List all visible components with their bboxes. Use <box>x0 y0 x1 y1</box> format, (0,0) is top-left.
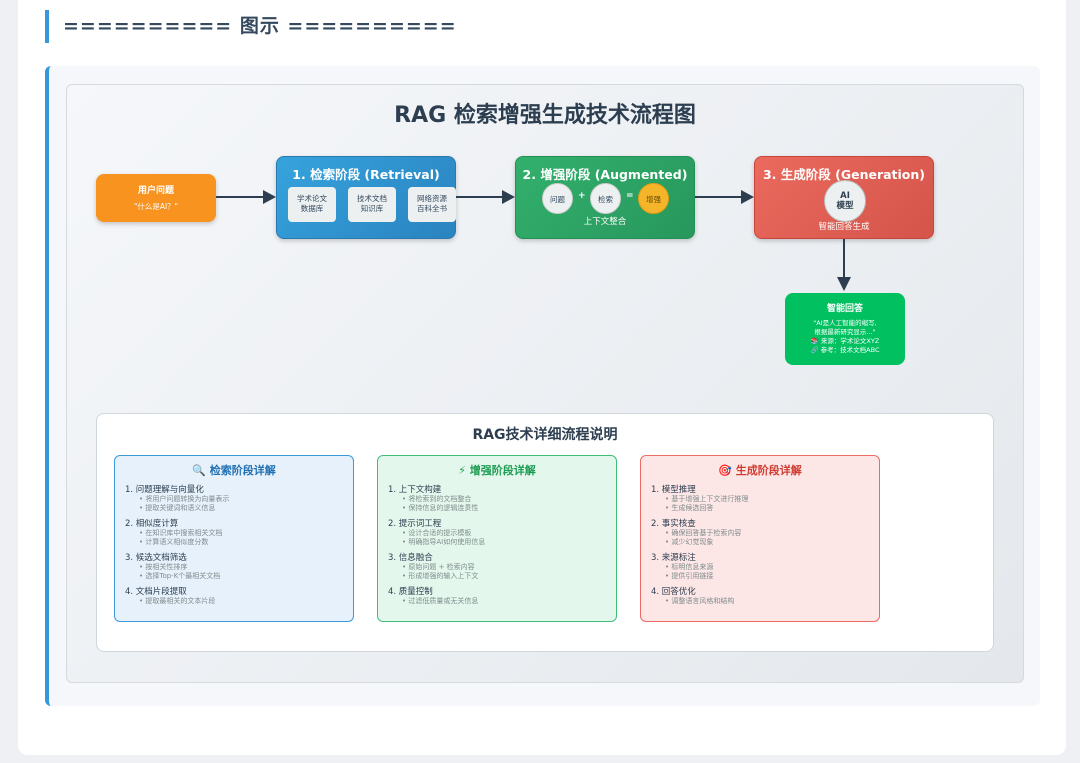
detail-section-heading: 4. 回答优化 <box>651 587 696 597</box>
detail-section-heading: 4. 文档片段提取 <box>125 587 187 597</box>
arrow-icon <box>695 190 754 204</box>
detail-bullet: • 计算语义相似度分数 <box>139 538 209 546</box>
detail-section-heading: 1. 问题理解与向量化 <box>125 485 204 495</box>
detail-section-heading: 1. 上下文构建 <box>388 485 442 495</box>
augmented-icon: ⚡ <box>458 464 466 477</box>
detail-section-heading: 2. 相似度计算 <box>125 519 179 529</box>
augmented-detail-card: ⚡ 增强阶段详解 1. 上下文构建• 将检索到的文档整合• 保持信息的逻辑连贯性 2… <box>377 455 617 622</box>
detail-bullet: • 明确指导AI如何使用信息 <box>402 538 486 546</box>
arrow-icon <box>216 190 276 204</box>
detail-bullet: • 确保回答基于检索内容 <box>665 529 742 537</box>
details-title: RAG技术详细流程说明 <box>472 427 618 443</box>
detail-bullet: • 原始问题 + 检索内容 <box>402 563 475 571</box>
detail-card-title: 检索阶段详解 <box>209 464 276 477</box>
detail-bullet: • 标明信息来源 <box>665 563 714 571</box>
generation-icon: 🎯 <box>718 464 732 477</box>
diagram-title: RAG 检索增强生成技术流程图 <box>394 103 696 128</box>
detail-bullet: • 保持信息的逻辑连贯性 <box>402 504 479 512</box>
answer-quote-1: "AI是人工智能的缩写, <box>813 319 877 327</box>
detail-bullet: • 提取关键词和语义信息 <box>139 504 216 512</box>
detail-bullet: • 将用户问题转换为向量表示 <box>139 495 230 503</box>
generation-caption: 智能回答生成 <box>818 222 870 232</box>
answer-title: 智能回答 <box>826 304 863 314</box>
question-circle: 问题 <box>542 183 573 214</box>
detail-section-heading: 4. 质量控制 <box>388 587 433 597</box>
retrieval-circle: 检索 <box>590 183 621 214</box>
detail-section-heading: 3. 候选文档筛选 <box>125 553 187 563</box>
generation-detail-card: 🎯 生成阶段详解 1. 模型推理• 基于增强上下文进行推理• 生成候选回答 2. 事… <box>640 455 880 622</box>
detail-bullet: • 调整语言风格和结构 <box>665 597 735 605</box>
augmented-caption: 上下文整合 <box>583 217 627 227</box>
source-technical: 技术文档知识库 <box>348 187 396 222</box>
detail-bullet: • 生成候选回答 <box>665 504 714 512</box>
augmented-circle: 增强 <box>638 183 669 214</box>
detail-bullet: • 将检索到的文档整合 <box>402 495 472 503</box>
detail-card-title: 增强阶段详解 <box>469 464 536 477</box>
answer-source: 📚 来源：学术论文XYZ <box>810 337 880 345</box>
detail-bullet: • 基于增强上下文进行推理 <box>665 495 749 503</box>
retrieval-icon: 🔍 <box>192 464 206 477</box>
augmented-stage: 2. 增强阶段 (Augmented) 问题 + 检索 = 增强 上下文整合 <box>515 156 695 239</box>
detail-bullet: • 按相关性排序 <box>139 563 188 571</box>
detail-bullet: • 在知识库中搜索相关文档 <box>139 529 223 537</box>
answer-quote-2: 根据最新研究显示..." <box>814 328 876 336</box>
detail-bullet: • 提供引用链接 <box>665 572 714 580</box>
detail-bullet: • 形成增强的输入上下文 <box>402 572 479 580</box>
detail-bullet: • 减少幻觉现象 <box>665 538 714 546</box>
detail-section-heading: 3. 信息融合 <box>388 553 433 563</box>
retrieval-stage: 1. 检索阶段 (Retrieval) 学术论文数据库 技术文档知识库 网络资源… <box>276 156 456 239</box>
user-question-text: "什么是AI？" <box>133 202 179 211</box>
arrow-icon <box>456 190 515 204</box>
detail-section-heading: 2. 事实核查 <box>651 519 696 529</box>
arrow-down-icon <box>843 239 845 279</box>
user-question-box: 用户问题 "什么是AI？" <box>96 174 216 222</box>
retrieval-title: 1. 检索阶段 (Retrieval) <box>292 167 440 182</box>
source-web: 网络资源百科全书 <box>408 187 456 222</box>
answer-reference: 🔗 参考：技术文档ABC <box>810 346 880 354</box>
detail-card-title: 生成阶段详解 <box>735 464 802 477</box>
plus-sign: + <box>578 191 586 201</box>
section-header: ========== 图示 ========== <box>45 10 457 43</box>
detail-section-heading: 3. 来源标注 <box>651 553 696 563</box>
source-academic: 学术论文数据库 <box>288 187 336 222</box>
answer-box: 智能回答 "AI是人工智能的缩写, 根据最新研究显示..." 📚 来源：学术论文… <box>785 293 905 365</box>
detail-bullet: • 设计合适的提示模板 <box>402 529 472 537</box>
detail-bullet: • 选择Top-K个最相关文档 <box>139 572 221 580</box>
detail-section-heading: 1. 模型推理 <box>651 485 696 495</box>
detail-bullet: • 提取最相关的文本片段 <box>139 597 216 605</box>
equals-sign: = <box>626 191 634 201</box>
arrow-down-head <box>837 277 851 291</box>
generation-title: 3. 生成阶段 (Generation) <box>762 167 926 182</box>
detail-section-heading: 2. 提示词工程 <box>388 519 442 529</box>
retrieval-detail-card: 🔍 检索阶段详解 1. 问题理解与向量化• 将用户问题转换为向量表示• 提取关键词… <box>114 455 354 622</box>
augmented-title: 2. 增强阶段 (Augmented) <box>522 167 688 182</box>
detail-bullet: • 过滤低质量或无关信息 <box>402 597 479 605</box>
user-question-title: 用户问题 <box>137 186 174 196</box>
